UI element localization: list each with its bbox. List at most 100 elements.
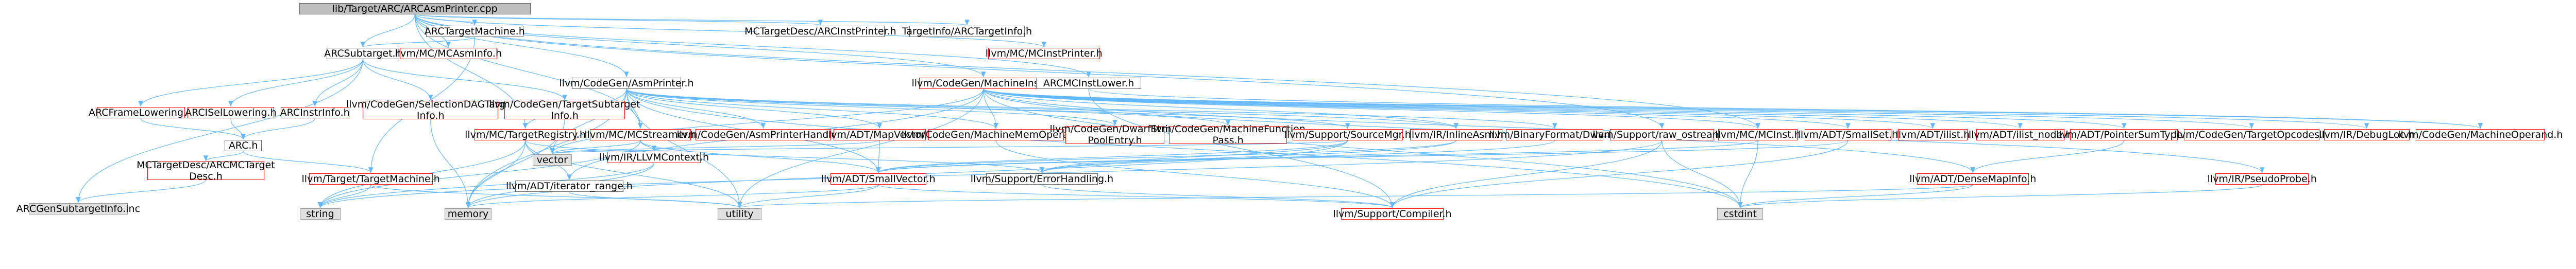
- node-ti[interactable]: TargetInfo/ARCTargetInfo.h: [902, 26, 1032, 37]
- node-mi[interactable]: llvm/CodeGen/MachineInstr.h: [911, 78, 1056, 89]
- edge-mi-to-utility: [737, 88, 984, 208]
- edge-asmprinter-to-cstdint: [626, 88, 1743, 208]
- node-llvmctx[interactable]: llvm/IR/LLVMContext.h: [599, 152, 709, 163]
- node-ilist[interactable]: llvm/ADT/ilist.h: [1895, 129, 1970, 140]
- edge-arcsub-to-tgtsub: [362, 59, 567, 101]
- edge-smallset-to-smallvector: [876, 140, 1849, 173]
- edge-arcsub-to-arcisel: [228, 59, 363, 107]
- node-string[interactable]: string: [299, 208, 341, 220]
- edge-inlineasm-to-smallvector: [876, 140, 1456, 173]
- node-arcinstrinfo[interactable]: ARCInstrInfo.h: [280, 107, 350, 118]
- node-utility[interactable]: utility: [718, 208, 761, 220]
- node-asmprinter[interactable]: llvm/CodeGen/AsmPrinter.h: [559, 78, 694, 89]
- edge-root-to-mcinstprinter: [414, 14, 1046, 48]
- edge-iterrange-to-utility: [569, 191, 742, 208]
- node-arcisel[interactable]: ARCISelLowering.h: [185, 107, 277, 118]
- edge-tgtreg-to-memory: [465, 140, 526, 208]
- node-asmhandler[interactable]: llvm/CodeGen/AsmPrinterHandler.h: [676, 129, 850, 140]
- edge-arch-to-tgtmachine: [243, 151, 374, 173]
- node-srcmgr[interactable]: llvm/Support/SourceMgr.h: [1284, 129, 1411, 140]
- edge-root-to-arctm: [414, 14, 477, 26]
- node-arcsub[interactable]: ARCSubtarget.h: [324, 48, 402, 59]
- node-dwarf[interactable]: llvm/CodeGen/DwarfString PoolEntry.h: [1049, 123, 1180, 146]
- edge-mi-to-smallset: [983, 88, 1851, 129]
- node-tgtsub[interactable]: llvm/CodeGen/TargetSubtarget Info.h: [489, 99, 640, 121]
- node-ilistnode[interactable]: llvm/ADT/ilist_node.h: [1968, 129, 2072, 140]
- node-arctm[interactable]: ARCTargetMachine.h: [424, 26, 525, 37]
- node-inlineasm[interactable]: llvm/IR/InlineAsm.h: [1409, 129, 1503, 140]
- edge-mi-to-mmo: [983, 88, 998, 129]
- edge-mapvector-to-smallvector: [875, 140, 881, 173]
- edge-asmprinter-to-inlineasm: [626, 88, 1459, 129]
- edge-smallvector-to-utility: [737, 184, 879, 208]
- edge-asmprinter-to-asmhandler: [626, 88, 766, 129]
- edge-srcmgr-to-vector: [550, 140, 1348, 154]
- edge-tgtreg-to-errhandling: [524, 140, 1044, 173]
- edge-smallvector-to-memory: [466, 184, 879, 208]
- node-mapvector[interactable]: llvm/ADT/MapVector.h: [825, 129, 934, 140]
- node-debugloc[interactable]: llvm/IR/DebugLoc.h: [2319, 129, 2414, 140]
- node-mctd[interactable]: MCTargetDesc/ARCInstPrinter.h: [744, 26, 896, 37]
- node-smallvector[interactable]: llvm/ADT/SmallVector.h: [821, 173, 936, 185]
- node-tgtreg[interactable]: llvm/MC/TargetRegistry.h: [465, 129, 586, 140]
- node-iterrange[interactable]: llvm/ADT/iterator_range.h: [506, 181, 633, 192]
- edge-asmprinter-to-srcmgr: [626, 88, 1350, 129]
- edge-asmprinter-to-bincls: [626, 88, 1557, 129]
- edge-ptrsum-to-densemapinfo: [1970, 140, 2125, 173]
- edge-arcsub-to-arcinstrinfo: [312, 59, 363, 107]
- node-arcframe[interactable]: ARCFrameLowering.h: [89, 107, 193, 118]
- edge-srcmgr-to-smallvector: [876, 140, 1348, 173]
- edge-arctm-to-arcsub: [360, 37, 475, 48]
- node-rawostream[interactable]: llvm/Support/raw_ostream.h: [1592, 129, 1732, 140]
- node-seldag[interactable]: llvm/CodeGen/SelectionDAGTarget Info.h: [346, 99, 515, 121]
- node-memory[interactable]: memory: [444, 208, 492, 220]
- edge-inlineasm-to-errhandling: [1039, 140, 1456, 173]
- node-mcinst[interactable]: llvm/MC/MCInst.h: [1715, 129, 1801, 140]
- node-mmo[interactable]: llvm/CodeGen/MachineMemOperand.h: [901, 129, 1091, 140]
- node-mctdarc[interactable]: MCTargetDesc/ARCMCTarget Desc.h: [137, 159, 275, 182]
- node-vector[interactable]: vector: [532, 154, 572, 166]
- edge-arcmcinstlower-to-compiler: [1088, 88, 1395, 208]
- node-pseudoprobe[interactable]: llvm/IR/PseudoProbe.h: [2207, 173, 2317, 185]
- node-root[interactable]: lib/Target/ARC/ARCAsmPrinter.cpp: [299, 3, 531, 14]
- node-compiler[interactable]: llvm/Support/Compiler.h: [1333, 208, 1452, 220]
- node-tgtopcodes[interactable]: llvm/CodeGen/TargetOpcodes.h: [2174, 129, 2329, 140]
- edge-pseudoprobe-to-cstdint: [1738, 184, 2263, 208]
- node-bincls[interactable]: llvm/BinaryFormat/Dwarf.h: [1489, 129, 1620, 140]
- node-mcinstprinter[interactable]: llvm/MC/MCInstPrinter.h: [985, 48, 1103, 59]
- node-smallset[interactable]: llvm/ADT/SmallSet.h: [1798, 129, 1899, 140]
- edge-mmo-to-compiler: [995, 140, 1395, 208]
- edge-root-to-mcinst: [414, 14, 1760, 129]
- edge-tgtreg-to-utility: [524, 140, 742, 208]
- node-ptrsum[interactable]: llvm/ADT/PointerSumType.h: [2056, 129, 2192, 140]
- node-mo[interactable]: llvm/CodeGen/MachineOperand.h: [2398, 129, 2563, 140]
- edge-asmprinter-to-utility: [626, 88, 742, 208]
- node-tgtmachine[interactable]: llvm/Target/TargetMachine.h: [301, 173, 440, 185]
- node-mcasminfo[interactable]: llvm/MC/MCAsmInfo.h: [395, 48, 502, 59]
- edge-root-to-ti: [414, 14, 969, 26]
- node-mcstreamer[interactable]: llvm/MC/MCStreamer.h: [584, 129, 697, 140]
- node-errhandling[interactable]: llvm/Support/ErrorHandling.h: [970, 173, 1114, 185]
- edge-llvmctx-to-string: [317, 163, 655, 208]
- edge-rawostream-to-compiler: [1389, 140, 1663, 208]
- edge-densemapinfo-to-utility: [737, 184, 1973, 208]
- edge-arcmcinstlower-to-mo: [1088, 88, 2483, 129]
- edge-asmprinter-to-dwarf: [626, 88, 1117, 126]
- node-arcmcinstlower[interactable]: ARCMCInstLower.h: [1036, 78, 1142, 89]
- edge-mcinst-to-smallvector: [876, 140, 1758, 173]
- edge-tgtmachine-to-string: [317, 184, 371, 208]
- edge-mi-to-debugloc: [983, 88, 2369, 129]
- edge-smallset-to-compiler: [1389, 140, 1849, 208]
- node-arch[interactable]: ARC.h: [225, 140, 262, 151]
- edge-mi-to-cstdint: [983, 88, 1743, 208]
- node-mfpass[interactable]: llvm/CodeGen/MachineFunction Pass.h: [1150, 123, 1306, 146]
- node-densemapinfo[interactable]: llvm/ADT/DenseMapInfo.h: [1909, 173, 2037, 185]
- node-gensub[interactable]: ARCGenSubtargetInfo.inc: [16, 203, 141, 214]
- edge-arcinstrinfo-to-arch: [241, 118, 315, 140]
- edge-bincls-to-errhandling: [1040, 140, 1555, 173]
- node-cstdint[interactable]: cstdint: [1717, 208, 1764, 220]
- edge-errhandling-to-compiler: [1041, 184, 1395, 208]
- edge-mcstreamer-to-llvmctx: [640, 140, 657, 152]
- edge-mcinst-to-cstdint: [1737, 140, 1758, 208]
